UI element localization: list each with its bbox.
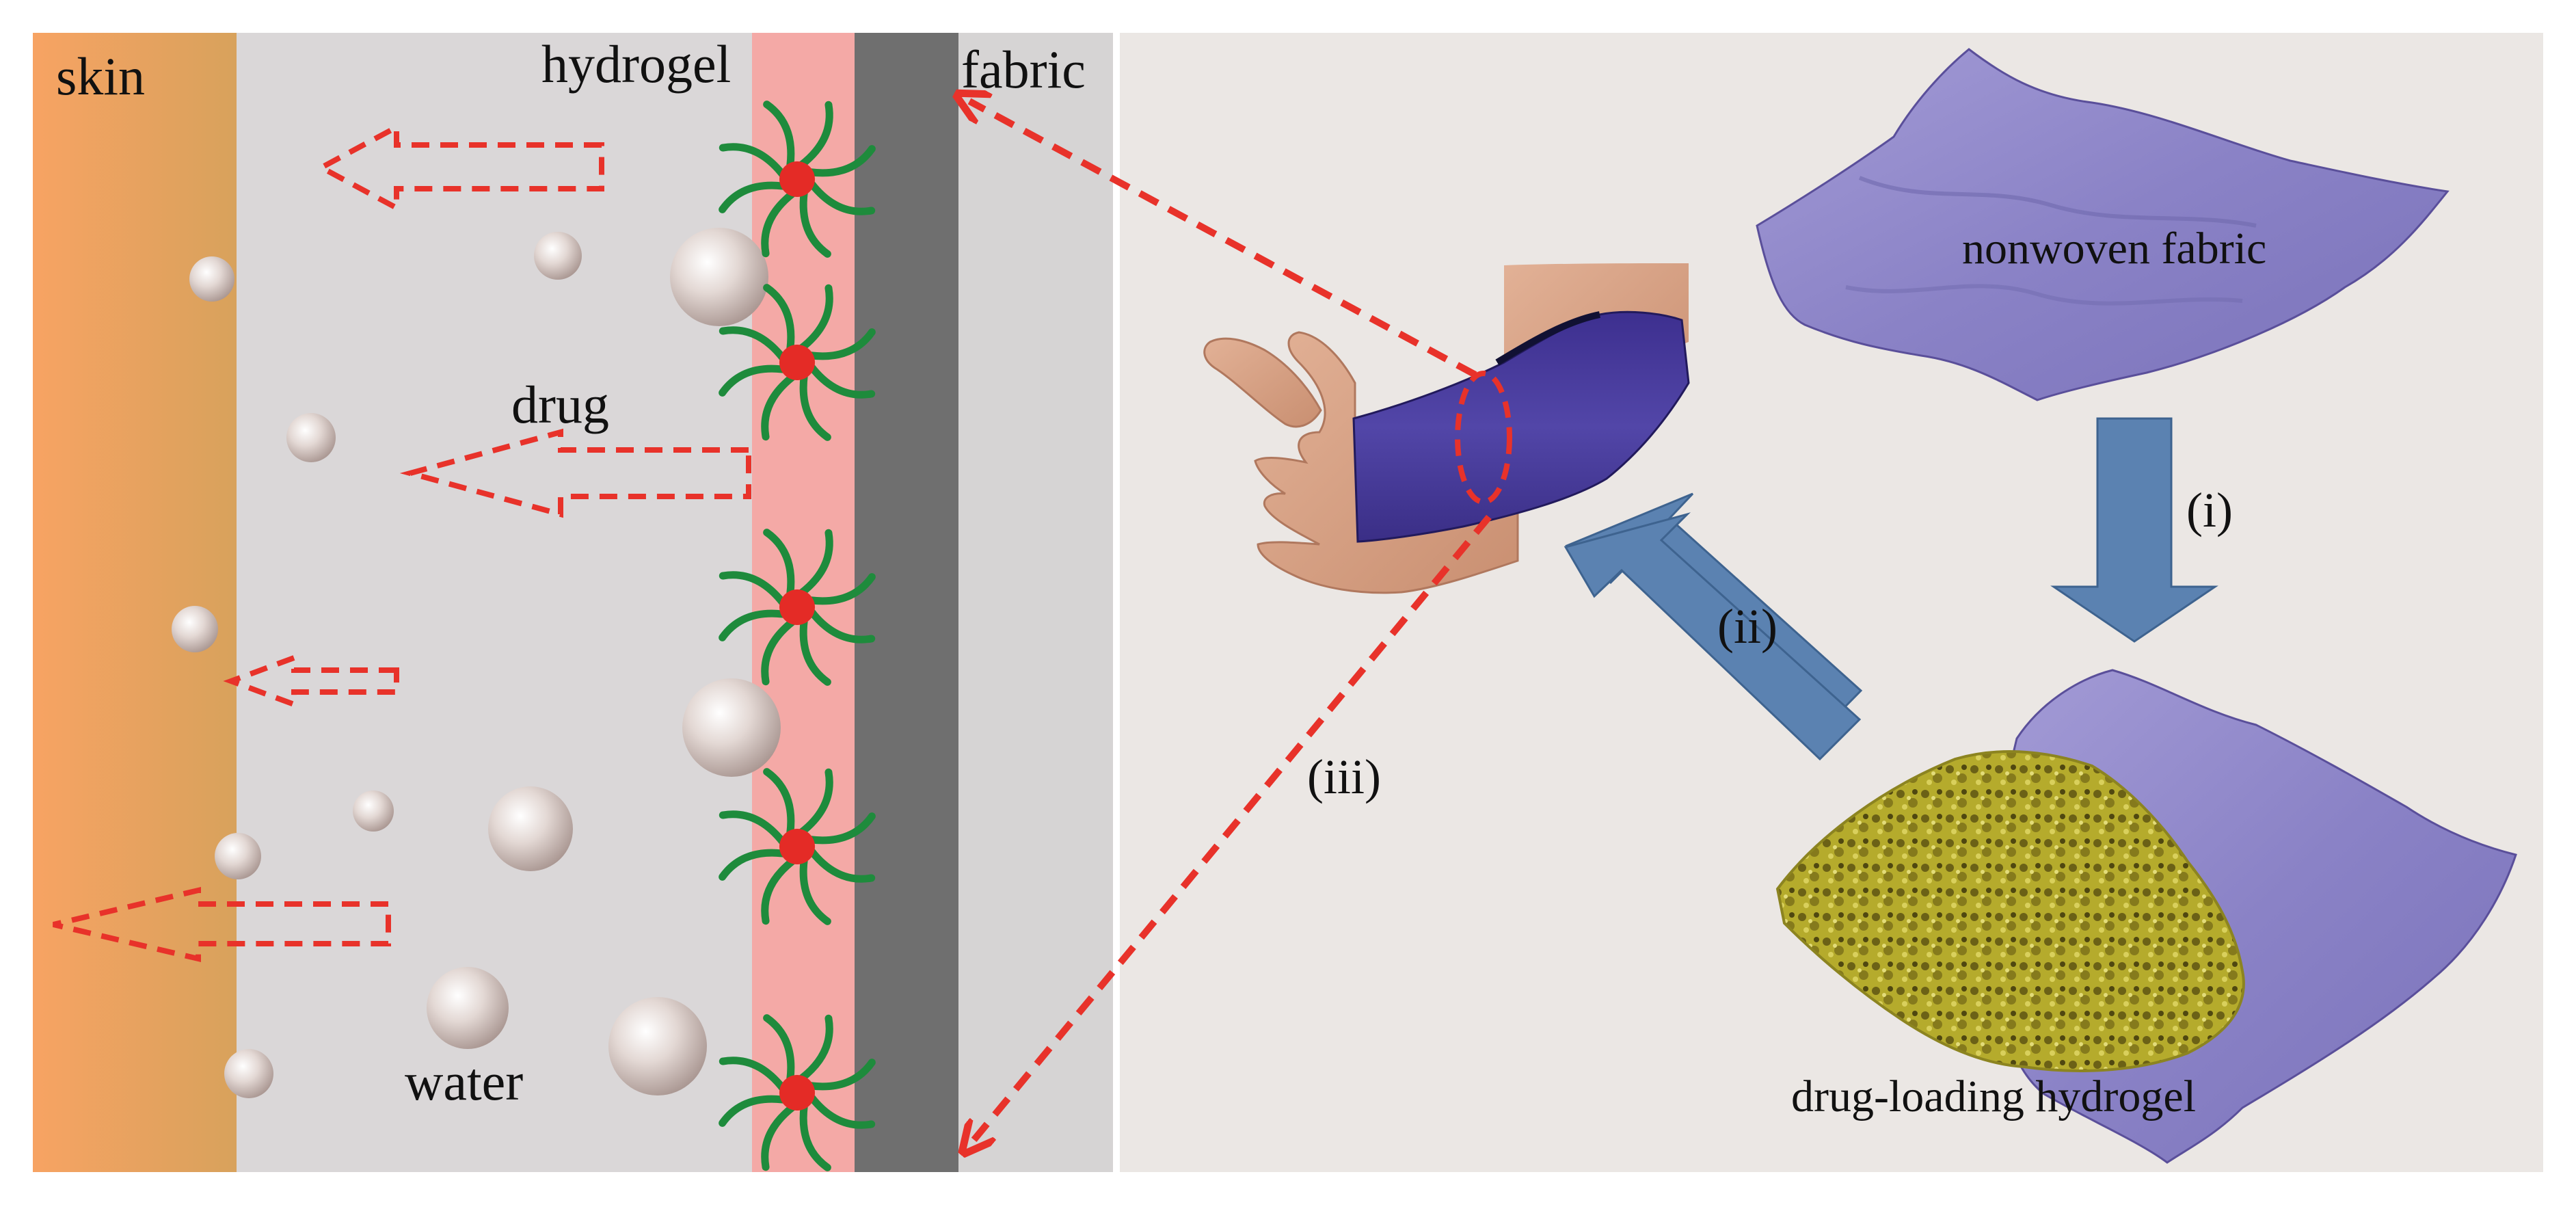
polymer-micelle <box>719 529 876 686</box>
polymer-chain <box>807 363 876 399</box>
particle <box>353 790 394 832</box>
release-arrow-3 <box>223 654 399 708</box>
step-iii-label: (iii) <box>1307 749 1381 804</box>
zoom-arrow-bottom <box>972 514 1492 1142</box>
polymer-chain <box>799 1102 831 1171</box>
polymer-chain <box>798 768 833 836</box>
polymer-chain <box>719 609 788 641</box>
drug-release-arrows <box>53 122 751 963</box>
step-i-label: (i) <box>2186 483 2233 537</box>
bandage-edge <box>1495 311 1600 366</box>
polymer-chain <box>799 616 831 686</box>
micelle-core <box>779 829 815 864</box>
fabric-fold <box>1845 284 2243 306</box>
fabric-layer-dark <box>855 33 958 1172</box>
hydrogel-mass <box>1775 750 2245 1072</box>
polymer-chain <box>806 328 876 360</box>
drug-label: drug <box>511 375 609 434</box>
polymer-chain <box>799 855 831 925</box>
polymer-chain <box>806 812 876 845</box>
skin-layer <box>33 33 237 1172</box>
release-arrow-2 <box>399 428 751 518</box>
step-ii-arrow-body <box>1564 512 1862 761</box>
polymer-chain <box>719 143 787 178</box>
polymer-chain <box>807 608 876 643</box>
fabric-fold <box>1858 176 2257 228</box>
polymer-micelle <box>719 768 876 925</box>
polymer-chain <box>799 371 831 441</box>
polymer-chain <box>798 1014 833 1082</box>
nonwoven-fabric-sheet <box>1756 48 2450 401</box>
polymer-chain <box>806 573 876 605</box>
polymer-chain <box>719 571 787 607</box>
polymer-chain <box>761 617 796 686</box>
polymer-chain <box>719 810 787 846</box>
fabric-layer-light <box>958 33 1113 1172</box>
zoom-arrow-top <box>969 101 1477 378</box>
step-ii-label: (ii) <box>1717 599 1777 654</box>
skin-label: skin <box>56 46 145 106</box>
particle <box>172 606 218 652</box>
particle <box>224 1049 273 1098</box>
polymer-chain <box>799 188 831 258</box>
polymer-chain <box>761 1103 796 1171</box>
polymer-chain <box>806 1059 876 1091</box>
release-arrow-4 <box>53 886 391 963</box>
micelle-core <box>779 345 815 380</box>
polymer-chain <box>807 847 876 883</box>
polymer-micelle <box>719 101 876 258</box>
thumb <box>1203 337 1322 428</box>
polymer-chain <box>719 181 788 213</box>
polymer-chain <box>761 189 796 258</box>
particle <box>608 997 707 1095</box>
polymer-micelle <box>719 284 876 441</box>
particle <box>534 232 582 280</box>
polymer-chain <box>763 768 795 838</box>
polymer-chain <box>807 1093 876 1129</box>
step-i-arrow <box>2050 417 2218 643</box>
micelle-core <box>779 161 815 197</box>
polymer-chain <box>763 529 795 598</box>
polymer-chain <box>763 101 795 170</box>
polymer-chain <box>806 145 876 177</box>
particle <box>488 786 573 871</box>
polymer-chain <box>719 364 788 397</box>
fabric-label: fabric <box>961 40 1086 99</box>
particle <box>215 833 261 879</box>
water-label: water <box>405 1052 523 1111</box>
polymer-chain <box>763 284 795 354</box>
polymer-chain <box>761 857 796 925</box>
zoom-region-marker <box>1455 371 1512 505</box>
polymer-chain <box>761 373 796 441</box>
particle <box>286 413 336 462</box>
micelle-core <box>779 1075 815 1111</box>
polymer-chain <box>719 1057 787 1092</box>
polymer-chain <box>763 1014 795 1084</box>
polymer-micelles <box>719 101 876 1171</box>
polymer-chain <box>798 529 833 597</box>
polymer-micelle <box>719 1014 876 1171</box>
hydrogel-label: hydrogel <box>541 34 731 94</box>
polymer-chain <box>807 180 876 215</box>
release-arrow-1 <box>315 122 604 213</box>
polymer-chain <box>798 284 833 352</box>
arm-illustration <box>1203 263 1690 594</box>
micelle-core <box>779 589 815 625</box>
nonwoven-fabric-label: nonwoven fabric <box>1962 224 2266 274</box>
polymer-chain <box>798 101 833 169</box>
panel-divider <box>1113 33 1120 1172</box>
particle <box>682 678 781 777</box>
polymer-chain <box>719 326 787 362</box>
polymer-chain <box>719 849 788 881</box>
particle <box>427 967 509 1049</box>
hydrogel-bandage <box>1352 310 1690 543</box>
polymer-chain <box>719 1095 788 1127</box>
water-particles <box>172 228 781 1098</box>
particle <box>670 228 768 326</box>
particle <box>189 256 234 302</box>
drug-loading-hydrogel-label: drug-loading hydrogel <box>1791 1072 2196 1121</box>
